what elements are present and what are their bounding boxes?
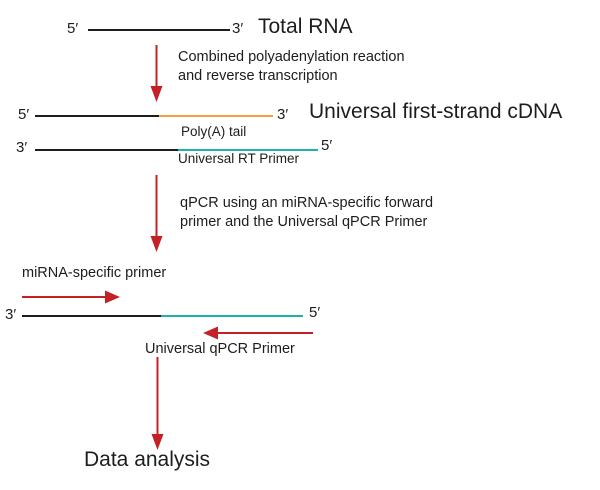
universal-qpcr-primer-label: Universal qPCR Primer — [145, 341, 295, 357]
step1-caption-line2: and reverse transcription — [178, 68, 338, 84]
down-arrow-icon — [150, 45, 163, 102]
qpcr-five-prime-label: 5′ — [309, 304, 321, 321]
universal-rt-primer-segment — [178, 149, 318, 151]
cdna-bottom-five-prime-label: 5′ — [321, 137, 333, 154]
total-rna-title: Total RNA — [258, 15, 353, 38]
step2-caption-line1: qPCR using an miRNA-specific forward — [180, 195, 434, 211]
down-arrow-icon — [151, 357, 164, 450]
data-analysis-title: Data analysis — [84, 448, 211, 471]
step1-caption: Combined polyadenylation reaction and re… — [178, 48, 405, 86]
cdna-top-three-prime-label: 3′ — [277, 106, 289, 123]
step2-caption: qPCR using an miRNA-specific forward pri… — [180, 194, 433, 232]
qpcr-template-teal-segment — [161, 315, 303, 317]
cdna-bottom-three-prime-label: 3′ — [16, 139, 28, 156]
total-rna-strand-line — [88, 29, 230, 31]
universal-rt-primer-label: Universal RT Primer — [178, 151, 300, 166]
qpcr-template-strand-line — [22, 315, 161, 317]
total-rna-three-prime-label: 3′ — [232, 20, 244, 37]
poly-a-tail-segment — [159, 115, 273, 117]
total-rna-five-prime-label: 5′ — [67, 20, 79, 37]
mirna-specific-primer-label: miRNA-specific primer — [22, 265, 167, 281]
step2-caption-line2: primer and the Universal qPCR Primer — [180, 214, 428, 230]
poly-a-tail-label: Poly(A) tail — [181, 124, 247, 139]
left-arrow-icon — [203, 326, 313, 340]
down-arrow-icon — [150, 175, 163, 252]
right-arrow-icon — [22, 290, 120, 304]
cdna-title: Universal first-strand cDNA — [309, 100, 563, 123]
cdna-bottom-strand-line — [35, 149, 178, 151]
cdna-top-five-prime-label: 5′ — [18, 106, 30, 123]
cdna-top-strand-line — [35, 115, 159, 117]
step1-caption-line1: Combined polyadenylation reaction — [178, 49, 405, 65]
qpcr-three-prime-label: 3′ — [5, 306, 17, 323]
